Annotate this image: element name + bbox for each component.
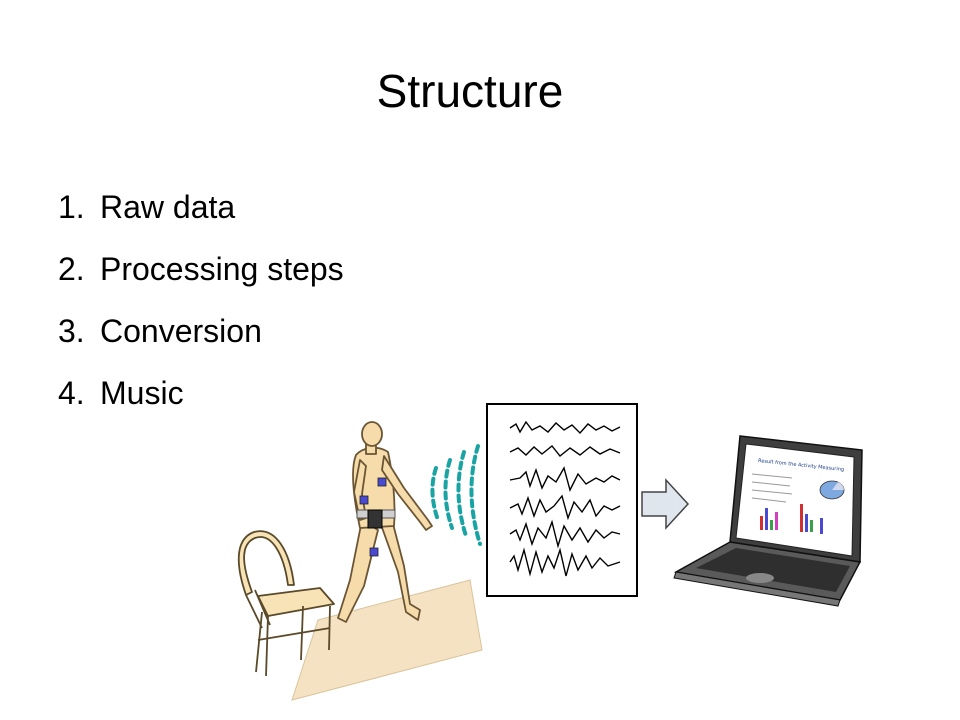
sensor-marker — [359, 495, 369, 505]
list-item-text: Conversion — [100, 313, 262, 349]
chair-illustration — [237, 530, 335, 677]
floor-mat — [291, 579, 483, 701]
list-item: 1. Raw data — [58, 176, 344, 238]
recording-device — [367, 509, 383, 529]
laptop-screen-content — [751, 473, 793, 503]
list-item-number: 3. — [58, 313, 85, 349]
laptop-screen — [735, 443, 855, 557]
list-item-number: 1. — [58, 189, 85, 225]
list-item: 3. Conversion — [58, 300, 344, 362]
bar-chart-icon — [760, 504, 823, 534]
pie-chart-slice — [832, 482, 845, 490]
outline-list: 1. Raw data 2. Processing steps 3. Conversi… — [58, 176, 344, 424]
laptop-illustration: Result from the Activity Measuring — [673, 435, 863, 607]
list-item-number: 4. — [58, 375, 85, 411]
list-item-text: Music — [100, 375, 184, 411]
laptop-touchpad — [746, 573, 774, 583]
sensor-waveforms — [509, 420, 621, 577]
walking-person — [337, 421, 433, 623]
laptop-front-edge — [673, 571, 841, 607]
list-item: 2. Processing steps — [58, 238, 344, 300]
arrow-right-icon — [641, 478, 690, 530]
sensor-marker — [377, 477, 387, 487]
sensor-marker — [369, 547, 379, 557]
slide-title: Structure — [376, 65, 564, 117]
wireless-signal-waves — [430, 444, 482, 546]
signal-plot-sheet — [486, 403, 638, 597]
list-item-number: 2. — [58, 251, 85, 287]
list-item: 4. Music — [58, 362, 344, 424]
list-item-text: Raw data — [100, 189, 236, 225]
activity-measurement-illustration: Result from the Activity Measuring — [237, 403, 863, 701]
laptop-keyboard — [696, 548, 850, 592]
list-item-text: Processing steps — [100, 251, 344, 287]
